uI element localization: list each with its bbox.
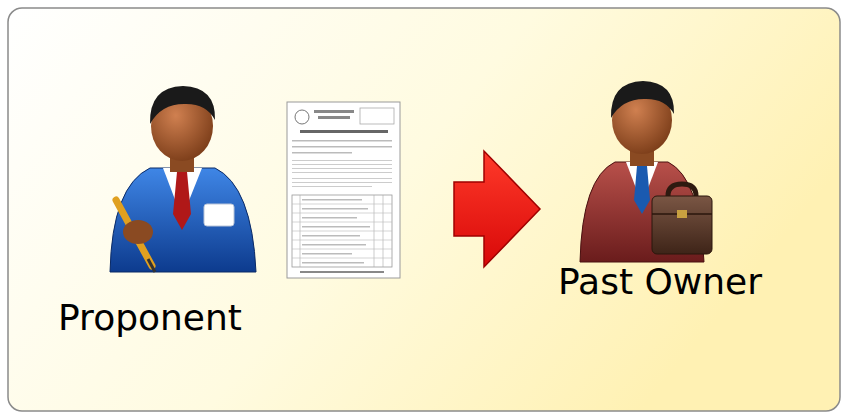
background-panel xyxy=(8,8,840,411)
figure-node: Proponent xyxy=(30,90,450,352)
proponent-figure xyxy=(110,86,256,272)
form-document xyxy=(287,102,400,278)
figure-label: Past Owner xyxy=(540,260,780,303)
figure-node: Past Owner xyxy=(540,90,780,315)
figure-label: Proponent xyxy=(30,296,270,339)
block-arrow xyxy=(454,151,540,267)
past-owner-figure xyxy=(580,81,712,262)
